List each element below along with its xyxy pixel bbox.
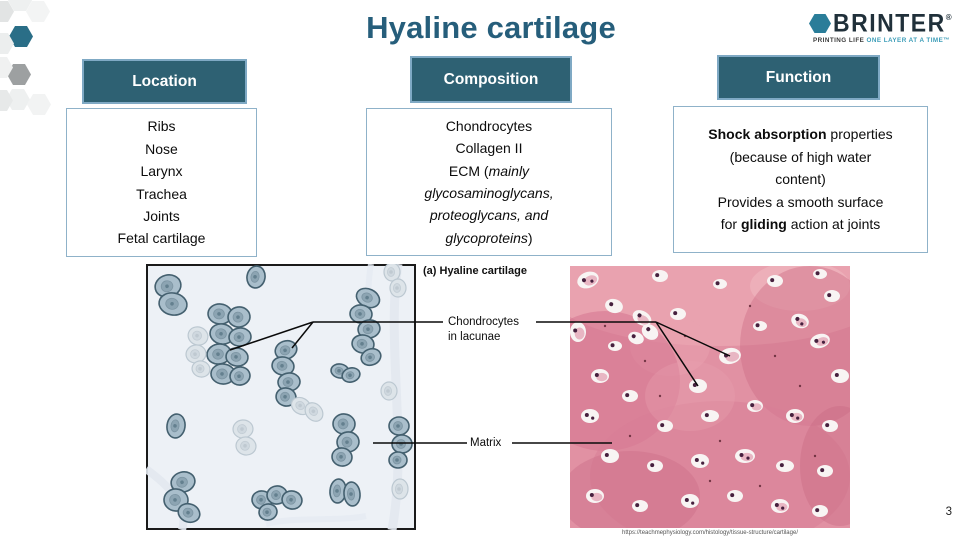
hyaline-cartilage-micrograph <box>570 266 850 528</box>
hyaline-cartilage-illustration <box>146 264 416 530</box>
logo-brand-text: BRINTER <box>833 8 946 38</box>
citation-url: https://teachmephysiology.com/histology/… <box>622 530 798 536</box>
brinter-logo: BRINTER ® PRINTING LIFE ONE LAYER AT A T… <box>809 8 954 44</box>
logo-tagline: PRINTING LIFE ONE LAYER AT A TIME™ <box>812 37 951 44</box>
page-title: Hyaline cartilage <box>366 10 616 45</box>
location-header: Location <box>82 59 247 104</box>
matrix-label: Matrix <box>470 437 502 449</box>
page-number: 3 <box>945 506 952 518</box>
figure-caption: (a) Hyaline cartilage <box>423 265 527 277</box>
chondrocytes-label: Chondrocytes in lacunae <box>448 316 519 343</box>
function-content: Shock absorption properties(because of h… <box>673 106 928 253</box>
function-header: Function <box>717 55 880 100</box>
composition-header: Composition <box>410 56 572 103</box>
logo-hexagon-icon <box>809 14 831 33</box>
composition-header-label: Composition <box>443 70 539 88</box>
location-header-label: Location <box>132 72 197 90</box>
function-header-label: Function <box>765 68 832 86</box>
registered-mark: ® <box>945 13 952 22</box>
